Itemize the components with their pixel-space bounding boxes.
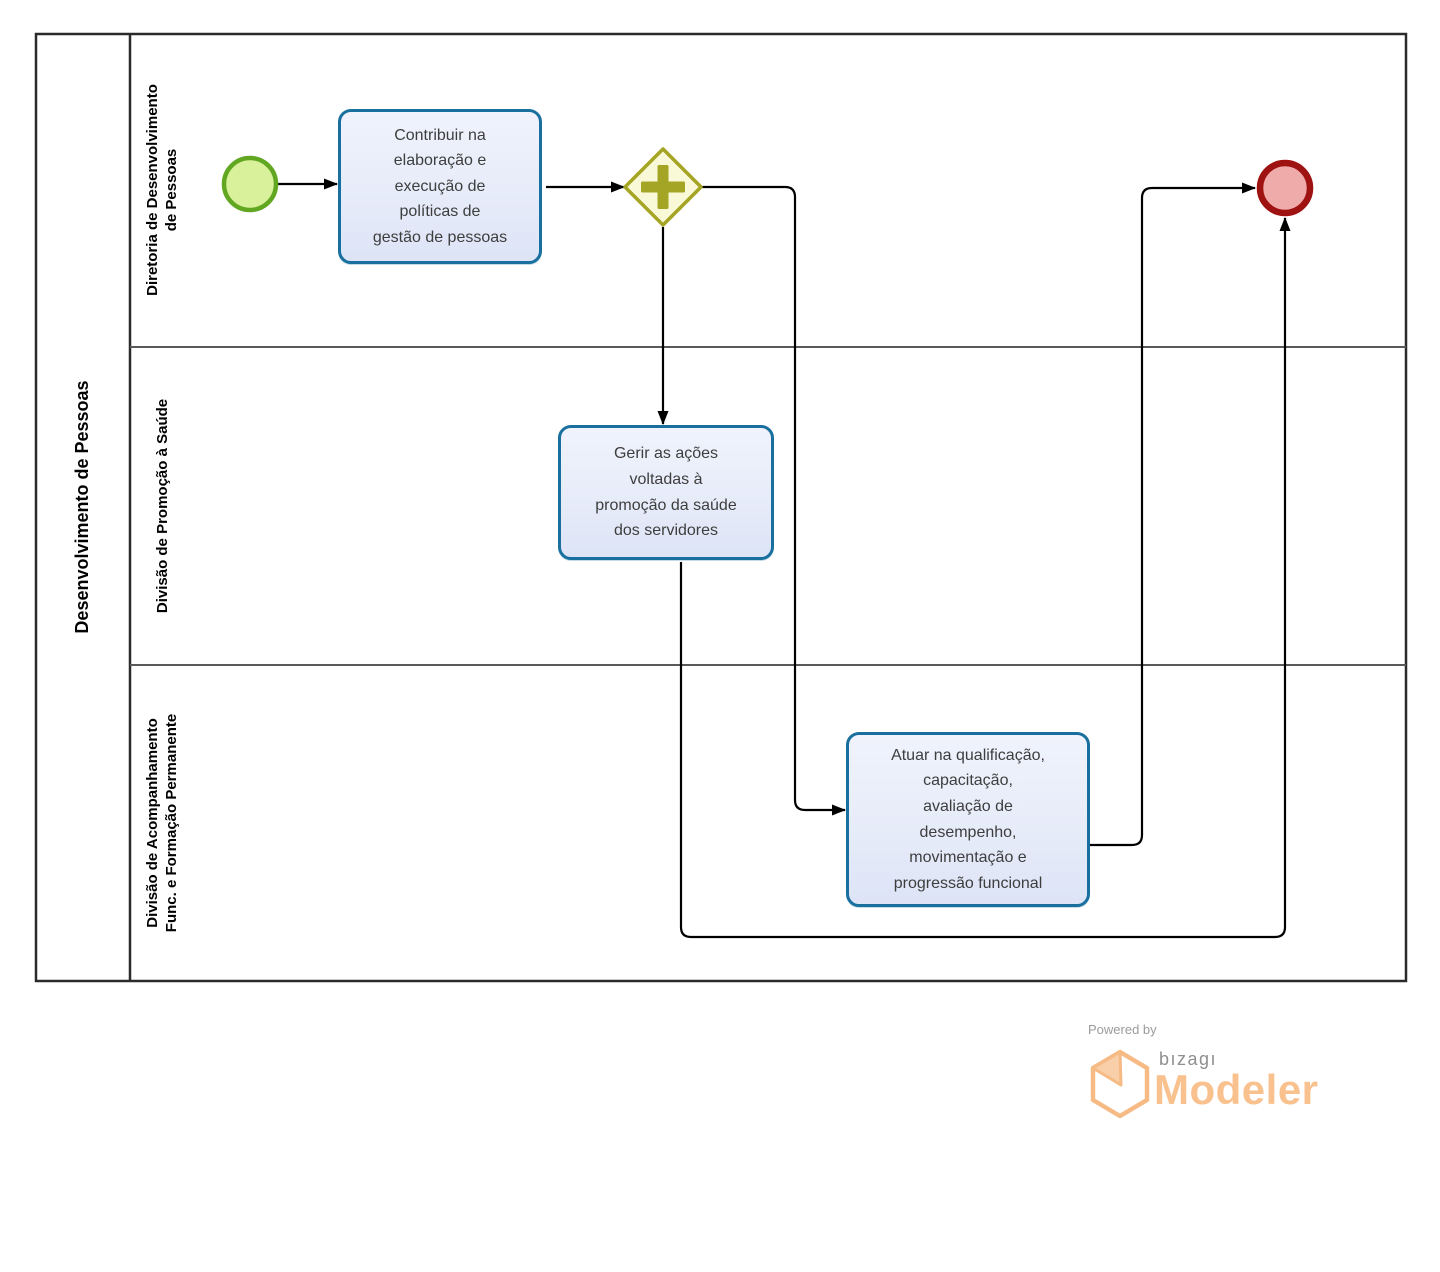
task-gerir-acoes-saude: Gerir as ações voltadas à promoção da sa…	[558, 425, 774, 560]
flow-task2-to-end	[679, 217, 1291, 939]
end-event	[1256, 159, 1314, 217]
plus-icon	[641, 165, 685, 209]
lane-label-diretoria: Diretoria de Desenvolvimento de Pessoas	[144, 84, 180, 296]
modeler-product-text: Modeler	[1154, 1066, 1319, 1113]
bizagi-logo-icon	[1090, 1049, 1150, 1119]
task-atuar-qualificacao: Atuar na qualificação, capacitação, aval…	[846, 732, 1090, 907]
pool-border	[34, 32, 1408, 983]
task-contribuir-politicas: Contribuir na elaboração e execução de p…	[338, 109, 542, 264]
pool-title: Desenvolvimento de Pessoas	[71, 380, 92, 634]
flow-task3-to-end	[1090, 182, 1256, 847]
powered-by-text: Powered by	[1088, 1022, 1157, 1037]
lane-label-promocao-saude: Divisão de Promoção à Saúde	[153, 398, 171, 614]
bizagi-brand-text: bızagı	[1159, 1049, 1218, 1069]
lane-label-acompanhamento: Divisão de Acompanhamento Func. e Formaç…	[144, 713, 180, 933]
flow-gateway-to-task3	[702, 185, 846, 816]
start-event	[221, 155, 279, 213]
